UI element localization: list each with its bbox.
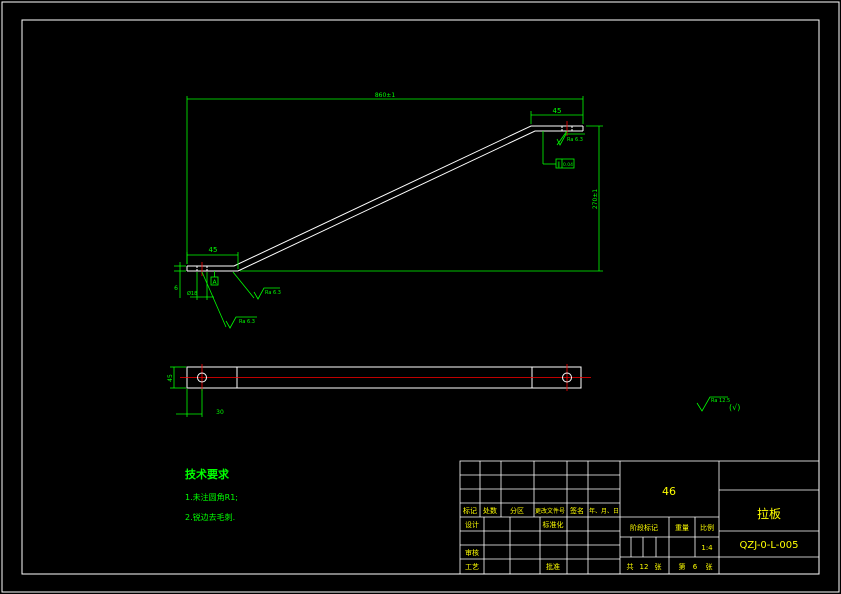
part-outline-upper — [187, 125, 583, 267]
plan-hole-right — [562, 372, 572, 383]
sheet-current-value: 6 — [693, 563, 698, 571]
dim-top-width: 45 — [553, 107, 562, 115]
design-label: 设计 — [465, 520, 479, 529]
technical-requirements: 技术要求 1.未注圆角R1; 2.锐边去毛刺. — [185, 467, 238, 522]
material-value: 46 — [662, 485, 676, 498]
header-label: 年、月、日 — [589, 507, 619, 515]
roughness-bottom-lower-label: Ra 6.3 — [239, 319, 255, 325]
tech-req-title: 技术要求 — [185, 467, 230, 481]
general-roughness-suffix: (√) — [729, 403, 740, 412]
general-roughness: Ra 12.5 (√) — [696, 396, 740, 412]
tech-req-item: 2.锐边去毛刺. — [185, 512, 235, 522]
header-label: 处数 — [483, 506, 497, 515]
sheet-total-value: 12 — [640, 563, 649, 571]
standardize-label: 标准化 — [543, 520, 564, 529]
roughness-symbol-top: Ra 6.3 — [556, 130, 585, 146]
part-name: 拉板 — [757, 506, 781, 521]
dim-hole-diameter: Ø18 — [187, 290, 197, 297]
roughness-bottom-upper-label: Ra 6.3 — [265, 290, 281, 296]
weight-label: 重量 — [675, 524, 689, 532]
dim-thickness: 6 — [174, 285, 178, 292]
plan-hole-left — [197, 372, 207, 383]
title-block-frame — [459, 460, 820, 575]
header-label: 签名 — [570, 506, 584, 515]
sheet-total-suffix: 张 — [655, 562, 662, 571]
title-block — [459, 460, 820, 575]
process-label: 工艺 — [465, 563, 479, 571]
stage-label: 阶段标记 — [630, 523, 658, 532]
approve-label: 批准 — [546, 562, 560, 571]
general-roughness-label: Ra 12.5 — [711, 398, 730, 404]
title-block-text: 标记 处数 分区 更改文件号 签名 年、月、日 设计 标准化 审核 工艺 批准 … — [463, 485, 798, 571]
header-label: 更改文件号 — [535, 507, 565, 515]
tolerance-symbol: ∥ — [557, 161, 560, 168]
sheet-current-suffix: 张 — [706, 562, 713, 571]
datum-letter: A — [212, 279, 217, 286]
header-label: 标记 — [463, 506, 477, 515]
front-view: 860±1 45 270±1 45 6 Ø18 A ∥ — [174, 92, 603, 329]
tolerance-frame — [555, 158, 575, 169]
sheet-current-prefix: 第 — [679, 562, 686, 571]
scale-value: 1:4 — [701, 544, 713, 552]
roughness-symbol-bottom-upper: Ra 6.3 — [232, 271, 281, 300]
scale-label: 比例 — [700, 523, 714, 532]
tech-req-item: 1.未注圆角R1; — [185, 492, 238, 502]
review-label: 审核 — [465, 548, 479, 557]
dim-height: 270±1 — [592, 189, 599, 209]
header-label: 分区 — [510, 506, 524, 515]
roughness-symbol-bottom-lower: Ra 6.3 — [201, 271, 257, 329]
plan-view: 45 30 — [167, 364, 591, 417]
roughness-top-label: Ra 6.3 — [567, 137, 583, 143]
tolerance-value: 0.04 — [563, 162, 573, 168]
dim-left-width: 45 — [209, 246, 218, 254]
dim-hole-offset: 30 — [216, 409, 224, 416]
dim-total-length: 860±1 — [375, 92, 395, 99]
sheet-total-prefix: 共 — [627, 562, 634, 571]
drawing-number: QZJ-0-L-005 — [740, 540, 799, 551]
dim-plan-width: 45 — [167, 374, 174, 382]
inner-border — [21, 19, 820, 575]
part-outline-lower — [187, 130, 583, 272]
